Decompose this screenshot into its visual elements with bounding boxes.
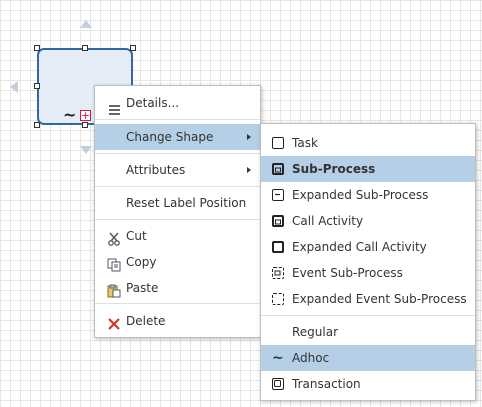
- submenu-item-label: Adhoc: [292, 351, 330, 365]
- sub-process-icon: [272, 163, 284, 175]
- expanded-event-sub-process-icon: [272, 293, 284, 305]
- submenu-item-label: Regular: [292, 325, 339, 339]
- collapsed-subprocess-marker-icon: +: [80, 109, 91, 122]
- submenu-item-label: Call Activity: [292, 214, 364, 228]
- menu-item-label: Reset Label Position: [126, 196, 247, 210]
- move-down-arrow-icon[interactable]: [80, 146, 92, 154]
- resize-handle-s[interactable]: [82, 122, 88, 128]
- menu-item-paste[interactable]: Paste: [95, 275, 260, 301]
- menu-item-reset-label-position[interactable]: Reset Label Position: [95, 190, 260, 216]
- menu-separator: [95, 303, 260, 304]
- submenu-item-adhoc[interactable]: ~ Adhoc: [261, 345, 475, 371]
- menu-item-label: Attributes: [126, 163, 186, 177]
- submenu-item-label: Sub-Process: [292, 162, 376, 176]
- menu-item-label: Cut: [126, 229, 147, 243]
- menu-item-delete[interactable]: Delete: [95, 308, 260, 334]
- submenu-item-label: Task: [292, 136, 318, 150]
- submenu-item-expanded-call-activity[interactable]: Expanded Call Activity: [261, 234, 475, 260]
- resize-handle-sw[interactable]: [34, 122, 40, 128]
- adhoc-marker-icon: ~: [63, 105, 77, 124]
- menu-separator: [95, 186, 260, 187]
- delete-x-icon: [107, 314, 121, 340]
- submenu-item-label: Transaction: [292, 377, 361, 391]
- expanded-call-activity-icon: [272, 241, 284, 253]
- submenu-item-transaction[interactable]: Transaction: [261, 371, 475, 397]
- submenu-item-label: Event Sub-Process: [292, 266, 403, 280]
- move-left-arrow-icon[interactable]: [10, 81, 18, 93]
- submenu-item-regular[interactable]: Regular: [261, 319, 475, 345]
- expanded-sub-process-icon: [272, 189, 284, 201]
- adhoc-tilde-icon: ~: [272, 350, 284, 366]
- menu-item-label: Copy: [126, 255, 157, 269]
- submenu-item-label: Expanded Sub-Process: [292, 188, 429, 202]
- submenu-item-label: Expanded Call Activity: [292, 240, 427, 254]
- menu-item-label: Delete: [126, 314, 166, 328]
- event-sub-process-icon: [272, 267, 284, 279]
- submenu-item-event-sub-process[interactable]: Event Sub-Process: [261, 260, 475, 286]
- resize-handle-n[interactable]: [82, 45, 88, 51]
- menu-item-cut[interactable]: Cut: [95, 223, 260, 249]
- menu-separator: [95, 153, 260, 154]
- submenu-item-expanded-event-sub-process[interactable]: Expanded Event Sub-Process: [261, 286, 475, 312]
- task-icon: [272, 137, 284, 149]
- resize-handle-ne[interactable]: [130, 45, 136, 51]
- menu-item-copy[interactable]: Copy: [95, 249, 260, 275]
- move-up-arrow-icon[interactable]: [80, 20, 92, 28]
- menu-separator: [95, 219, 260, 220]
- submenu-arrow-icon: [247, 167, 251, 173]
- submenu-item-label: Expanded Event Sub-Process: [292, 292, 467, 306]
- submenu-item-sub-process[interactable]: Sub-Process: [261, 156, 475, 182]
- context-menu: Details... Change Shape Attributes Reset…: [94, 85, 261, 338]
- change-shape-submenu: Task Sub-Process Expanded Sub-Process Ca…: [260, 123, 476, 401]
- menu-item-details[interactable]: Details...: [95, 90, 260, 116]
- submenu-arrow-icon: [247, 134, 251, 140]
- resize-handle-w[interactable]: [34, 83, 40, 89]
- menu-item-label: Details...: [126, 96, 180, 110]
- menu-item-change-shape[interactable]: Change Shape: [95, 124, 260, 150]
- submenu-item-call-activity[interactable]: Call Activity: [261, 208, 475, 234]
- menu-item-attributes[interactable]: Attributes: [95, 157, 260, 183]
- copy-icon: [107, 255, 121, 281]
- menu-separator: [95, 119, 260, 120]
- submenu-item-task[interactable]: Task: [261, 130, 475, 156]
- menu-separator: [261, 315, 475, 316]
- submenu-item-expanded-sub-process[interactable]: Expanded Sub-Process: [261, 182, 475, 208]
- scissors-icon: [107, 229, 121, 255]
- resize-handle-nw[interactable]: [34, 45, 40, 51]
- menu-item-label: Change Shape: [126, 130, 214, 144]
- call-activity-icon: [272, 215, 284, 227]
- list-icon: [109, 98, 120, 124]
- menu-item-label: Paste: [126, 281, 159, 295]
- paste-icon: [107, 281, 121, 307]
- transaction-icon: [272, 378, 284, 390]
